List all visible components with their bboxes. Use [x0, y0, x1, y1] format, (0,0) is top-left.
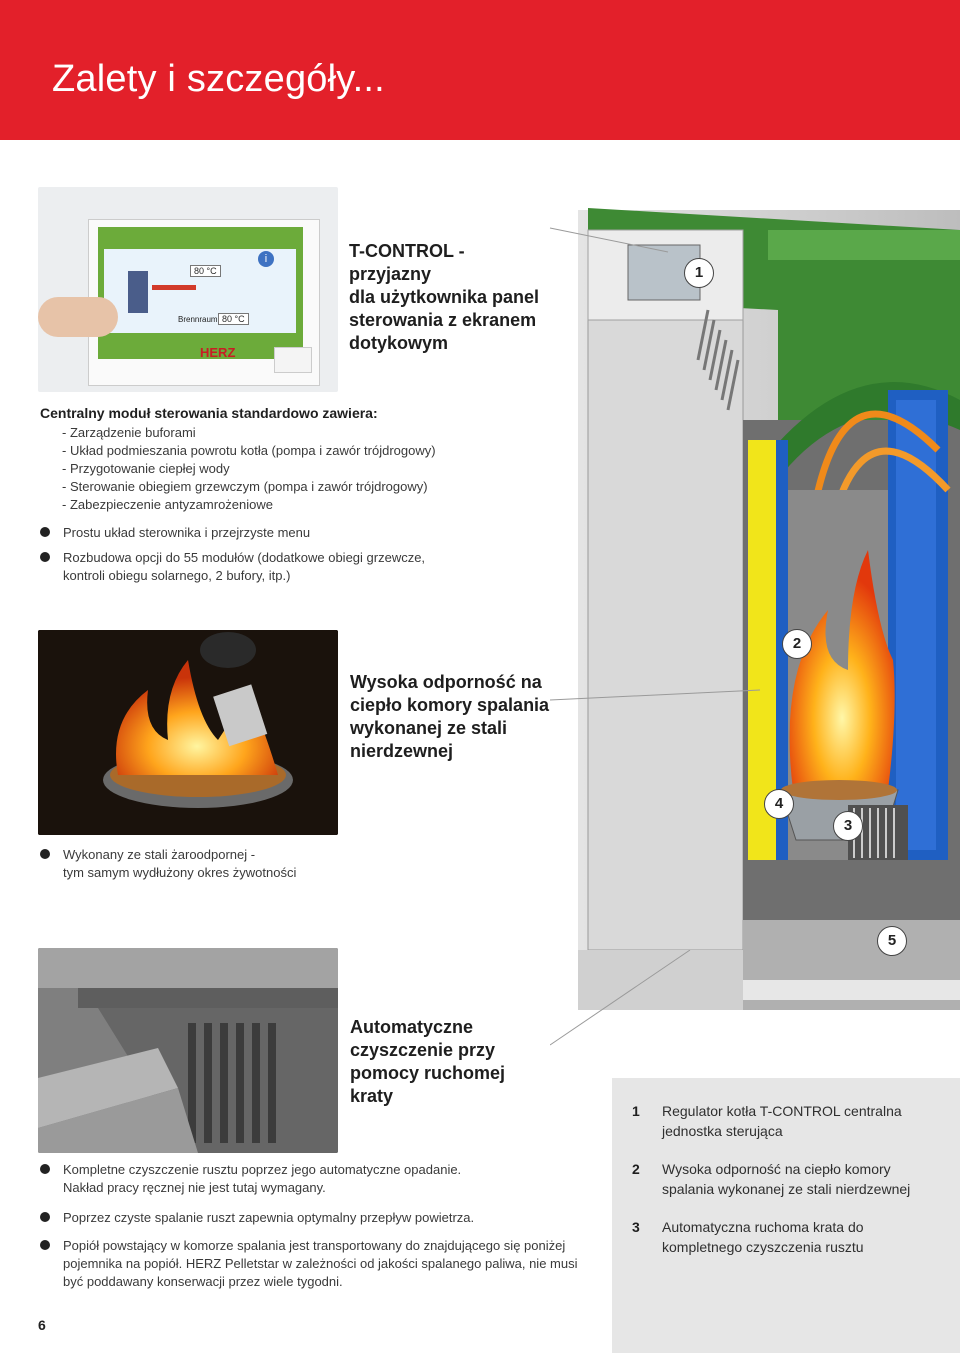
moving-grate-photo [38, 948, 338, 1153]
boiler-cutaway-illustration [578, 208, 960, 1010]
krata-bullet-2: Poprzez czyste spalanie ruszt zapewnia o… [63, 1210, 475, 1225]
bullet-dot [40, 1212, 50, 1222]
krata-bullet-3-line-3: być poddawany konserwacji przez wiele ty… [63, 1274, 343, 1289]
marker-badge-5: 5 [877, 926, 907, 956]
temp-readout-1: 80 °C [190, 265, 221, 277]
marker-badge-2: 2 [782, 629, 812, 659]
panel-screen: 80 °C 80 °C Brennraum i [98, 227, 303, 359]
callout-odpornosc-line-1: Wysoka odporność na [350, 672, 542, 692]
boiler-icon [128, 271, 148, 313]
herz-logo: HERZ [200, 345, 236, 360]
panel-label: Brennraum [178, 315, 218, 324]
bullet-dot [40, 1164, 50, 1174]
module-bullet-2-line-1: Rozbudowa opcji do 55 modułów (dodatkowe… [63, 550, 426, 565]
page-number: 6 [38, 1317, 46, 1333]
legend-box: 1 Regulator kotła T-CONTROL centralna je… [612, 1078, 960, 1353]
stal-bullet-line-2: tym samym wydłużony okres żywotności [63, 865, 297, 880]
legend-number: 1 [632, 1103, 640, 1119]
callout-odpornosc-line-3: wykonanej ze stali [350, 718, 508, 738]
control-panel-photo: 80 °C 80 °C Brennraum i HERZ [38, 187, 338, 392]
bullet-dot [40, 552, 50, 562]
bullet-dot [40, 849, 50, 859]
bullet-dot [40, 527, 50, 537]
header-banner [0, 0, 960, 140]
fire-graphic [38, 630, 338, 835]
marker-badge-1: 1 [684, 258, 714, 288]
module-bullet-2-line-2: kontroli obiegu solarnego, 2 bufory, itp… [63, 568, 291, 583]
callout-tcontrol: T-CONTROL - przyjazny dla użytkownika pa… [339, 232, 551, 353]
legend-number: 3 [632, 1219, 640, 1235]
stal-bullet-line-1: Wykonany ze stali żaroodpornej - [63, 847, 256, 862]
page-title: Zalety i szczegóły... [52, 58, 385, 100]
callout-czyszczenie-line-3: pomocy ruchomej kraty [350, 1063, 506, 1106]
module-item-1: - Zarządzenie buforami [62, 425, 196, 440]
pipe-icon [152, 285, 196, 290]
module-title: Centralny moduł sterowania standardowo z… [40, 405, 378, 421]
krata-bullet-1-line-1: Kompletne czyszczenie rusztu poprzez jeg… [63, 1162, 462, 1177]
callout-tcontrol-line-2: dla użytkownika panel [349, 287, 540, 307]
krata-bullet-3-line-2: pojemnika na popiół. HERZ Pelletstar w z… [63, 1256, 578, 1271]
legend-text-line-2: spalania wykonanej ze stali nierdzewnej [662, 1181, 911, 1197]
krata-bullet-1-line-2: Nakład pracy ręcznej nie jest tutaj wyma… [63, 1180, 326, 1195]
module-bullet-1: Prostu układ sterownika i przejrzyste me… [63, 525, 311, 540]
info-icon: i [258, 251, 274, 267]
callout-odpornosc-line-2: ciepło komory spalania [350, 695, 550, 715]
module-item-3: - Przygotowanie ciepłej wody [62, 461, 230, 476]
callout-czyszczenie: Automatyczne czyszczenie przy pomocy ruc… [340, 1008, 550, 1106]
marker-badge-4: 4 [764, 789, 794, 819]
marker-badge-3: 3 [833, 811, 863, 841]
callout-odpornosc-line-4: nierdzewnej [350, 741, 454, 761]
callout-czyszczenie-line-2: czyszczenie przy [350, 1040, 496, 1060]
burner-fire-photo [38, 630, 338, 835]
module-item-4: - Sterowanie obiegiem grzewczym (pompa i… [62, 479, 428, 494]
temp-readout-2: 80 °C [218, 313, 249, 325]
bullet-dot [40, 1240, 50, 1250]
callout-czyszczenie-line-1: Automatyczne [350, 1017, 474, 1037]
legend-text-line-2: jednostka sterująca [662, 1123, 783, 1139]
callout-tcontrol-line-3: sterowania z ekranem [349, 310, 537, 330]
callout-tcontrol-line-4: dotykowym [349, 333, 449, 353]
legend-text-line-2: kompletnego czyszczenia rusztu [662, 1239, 864, 1255]
module-item-5: - Zabezpieczenie antyzamrożeniowe [62, 497, 273, 512]
legend-text-line-1: Regulator kotła T-CONTROL centralna [662, 1103, 902, 1119]
krata-bullet-3-line-1: Popiół powstający w komorze spalania jes… [63, 1238, 566, 1253]
module-item-2: - Układ podmieszania powrotu kotła (pomp… [62, 443, 436, 458]
callout-tcontrol-line-1: T-CONTROL - przyjazny [349, 241, 465, 284]
panel-button [274, 347, 312, 373]
hand-finger [38, 297, 118, 337]
callout-odpornosc: Wysoka odporność na ciepło komory spalan… [340, 663, 550, 771]
legend-number: 2 [632, 1161, 640, 1177]
legend-text-line-1: Automatyczna ruchoma krata do [662, 1219, 864, 1235]
legend-text-line-1: Wysoka odporność na ciepło komory [662, 1161, 891, 1177]
grate-graphic [38, 948, 338, 1153]
